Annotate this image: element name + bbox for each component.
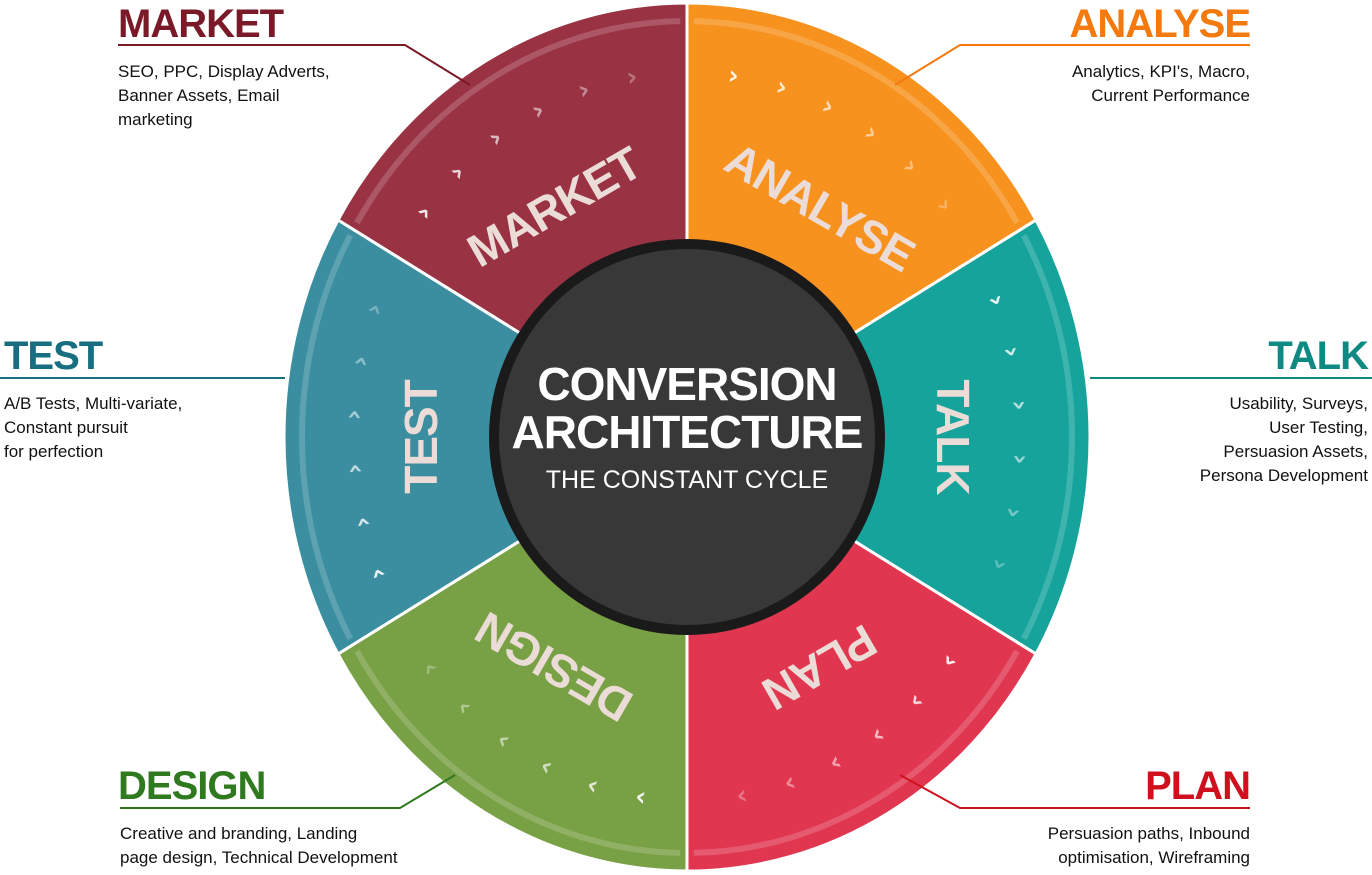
market-description: SEO, PPC, Display Adverts,Banner Assets,…	[118, 62, 330, 129]
center-hub	[499, 249, 875, 625]
segment-rim-plan	[693, 649, 1020, 856]
analyse-leader-line	[894, 44, 1250, 86]
segment-rim-design	[354, 649, 681, 856]
chevron-arrow-icon: ›	[633, 782, 648, 813]
segment-test	[282, 217, 690, 657]
market-heading: MARKET	[118, 2, 284, 46]
segment-rim-talk	[1021, 233, 1075, 641]
talk-heading: TALK	[1268, 334, 1369, 378]
test-description: A/B Tests, Multi-variate,Constant pursui…	[4, 394, 183, 461]
center-subtitle: THE CONSTANT CYCLE	[546, 466, 828, 494]
chevron-arrow-icon: ›	[726, 60, 741, 91]
analyse-heading: ANALYSE	[1069, 2, 1251, 46]
test-heading: TEST	[4, 334, 103, 378]
market-leader-line	[118, 44, 471, 86]
segment-talk	[684, 217, 1092, 657]
segment-label-test: TEST	[395, 379, 447, 493]
center-title-line2: ARCHITECTURE	[512, 406, 863, 458]
analyse-description: Analytics, KPI's, Macro,Current Performa…	[1071, 62, 1250, 105]
chevron-arrow-icon: ›	[1005, 453, 1036, 466]
chevron-arrow-icon: ›	[339, 408, 370, 421]
talk-description: Usability, Surveys,User Testing,Persuasi…	[1199, 394, 1368, 485]
plan-leader-line	[899, 774, 1250, 809]
chevron-arrow-icon: ›	[1004, 399, 1035, 412]
plan-heading: PLAN	[1145, 764, 1251, 808]
segment-rim-market	[354, 18, 681, 225]
design-heading: DESIGN	[118, 764, 266, 808]
segment-rim-test	[299, 233, 353, 641]
segment-rim-analyse	[693, 18, 1020, 225]
center-title-line1: CONVERSION	[537, 358, 836, 410]
chevron-arrow-icon: ›	[339, 462, 370, 475]
segment-label-talk: TALK	[927, 379, 979, 495]
chevron-arrow-icon: ›	[734, 781, 750, 812]
chevron-arrow-icon: ›	[624, 62, 640, 93]
design-leader-line	[120, 774, 456, 809]
